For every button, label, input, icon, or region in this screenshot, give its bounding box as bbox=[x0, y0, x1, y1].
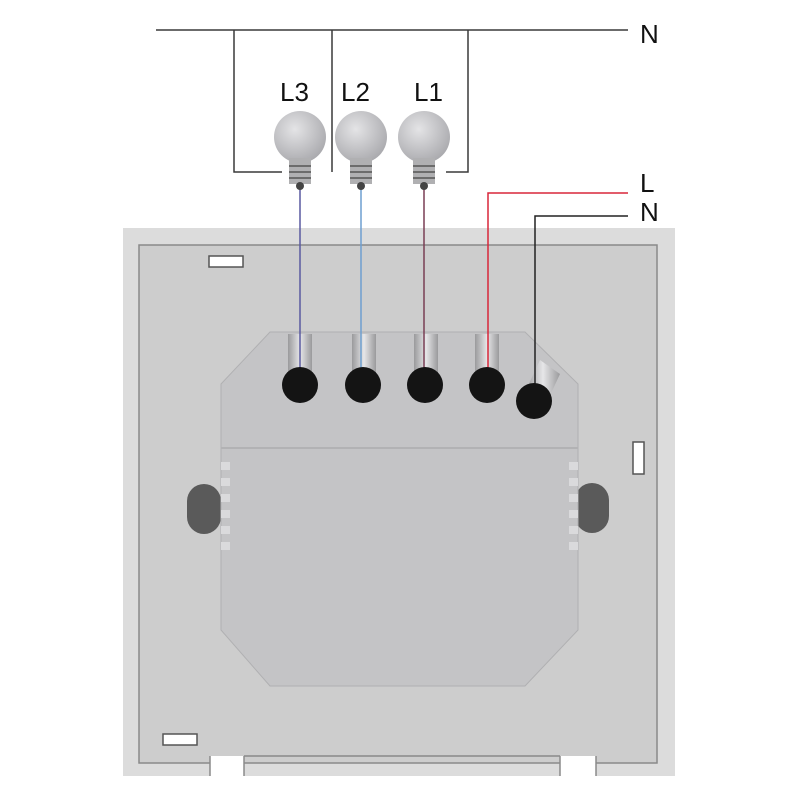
label-load-3: L3 bbox=[280, 77, 309, 107]
plate-bottom-notch bbox=[560, 756, 596, 776]
neutral-supply-wire bbox=[534, 215, 628, 400]
label-live: L bbox=[640, 168, 654, 198]
switch-module bbox=[220, 331, 579, 687]
light-bulb-l1 bbox=[398, 111, 450, 190]
plate-slot bbox=[632, 441, 645, 475]
label-neutral-bottom: N bbox=[640, 197, 659, 227]
light-bulb-l3 bbox=[274, 111, 326, 190]
plate-slot bbox=[208, 255, 244, 268]
light-bulb-l2 bbox=[335, 111, 387, 190]
label-neutral-top: N bbox=[640, 19, 659, 49]
terminal-l1 bbox=[407, 367, 443, 403]
live-supply-wire bbox=[487, 192, 628, 384]
mounting-hole-right bbox=[575, 483, 609, 533]
terminal-neutral bbox=[516, 383, 552, 419]
label-load-1: L1 bbox=[414, 77, 443, 107]
terminal-l3 bbox=[282, 367, 318, 403]
plate-bottom-notch bbox=[210, 756, 244, 776]
terminal-l2 bbox=[345, 367, 381, 403]
module-vents-right bbox=[569, 462, 578, 550]
label-load-2: L2 bbox=[341, 77, 370, 107]
terminal-live bbox=[469, 367, 505, 403]
mounting-hole-left bbox=[187, 484, 221, 534]
plate-slot bbox=[162, 733, 198, 746]
neutral-wire-l3 bbox=[233, 30, 282, 173]
neutral-wire-l1 bbox=[446, 30, 469, 173]
module-vents-left bbox=[221, 462, 230, 550]
